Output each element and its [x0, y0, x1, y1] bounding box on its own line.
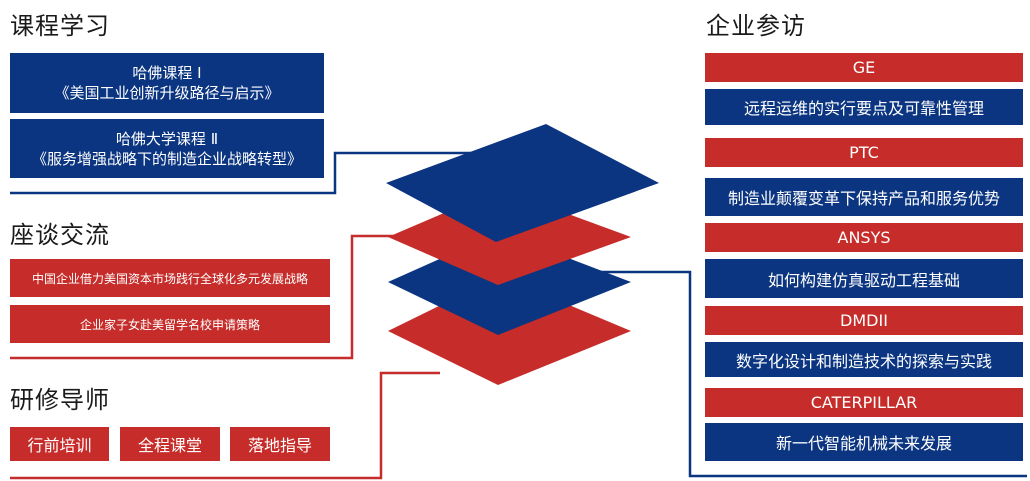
- company-ansys-topic: 如何构建仿真驱动工程基础: [705, 259, 1023, 298]
- forum-heading: 座谈交流: [10, 221, 110, 249]
- mentor-item-3-label: 落地指导: [247, 436, 312, 455]
- course-heading: 课程学习: [10, 12, 110, 40]
- layer-1-blue: [386, 124, 659, 242]
- forum-item-2-label: 企业家子女赴美留学名校申请策略: [79, 317, 260, 332]
- forum-item-1: 中国企业借力美国资本市场践行全球化多元发展战略: [10, 259, 330, 297]
- company-ge-topic-label: 远程运维的实行要点及可靠性管理: [743, 99, 984, 118]
- company-dmdii-topic: 数字化设计和制造技术的探索与实践: [705, 342, 1023, 377]
- company-caterpillar-name: CATERPILLAR: [810, 393, 918, 412]
- company-ptc-topic: 制造业颠覆变革下保持产品和服务优势: [705, 178, 1023, 216]
- connector-visit: [600, 270, 1027, 478]
- company-ptc-name: PTC: [849, 143, 879, 162]
- mentor-item-1: 行前培训: [10, 427, 109, 461]
- mentor-item-3: 落地指导: [230, 427, 330, 461]
- course-item-2-subtitle: 《服务增强战略下的制造企业战略转型》: [31, 149, 302, 168]
- mentor-item-2-label: 全程课堂: [137, 436, 202, 455]
- company-ge-topic: 远程运维的实行要点及可靠性管理: [705, 89, 1023, 125]
- company-dmdii-topic-label: 数字化设计和制造技术的探索与实践: [735, 351, 992, 371]
- course-item-2: 哈佛大学课程 Ⅱ 《服务增强战略下的制造企业战略转型》: [10, 119, 324, 178]
- forum-item-1-label: 中国企业借力美国资本市场践行全球化多元发展战略: [31, 271, 308, 286]
- course-item-1: 哈佛课程 Ⅰ 《美国工业创新升级路径与启示》: [10, 53, 324, 113]
- company-ge: GE: [705, 53, 1023, 82]
- company-ptc-topic-label: 制造业颠覆变革下保持产品和服务优势: [727, 189, 1000, 208]
- company-dmdii: DMDII: [705, 306, 1023, 335]
- company-caterpillar-topic-label: 新一代智能机械未来发展: [775, 434, 952, 453]
- company-ansys-name: ANSYS: [837, 228, 891, 247]
- connector-mentor: [10, 371, 440, 480]
- mentor-item-1-label: 行前培训: [27, 436, 92, 455]
- mentor-heading: 研修导师: [10, 386, 110, 414]
- company-dmdii-name: DMDII: [840, 311, 888, 330]
- course-item-2-title: 哈佛大学课程 Ⅱ: [115, 129, 219, 148]
- visit-heading: 企业参访: [706, 12, 806, 40]
- course-item-1-title: 哈佛课程 Ⅰ: [132, 64, 202, 82]
- connector-course: [10, 151, 500, 195]
- company-ansys: ANSYS: [705, 223, 1023, 252]
- company-caterpillar-topic: 新一代智能机械未来发展: [705, 423, 1023, 461]
- company-ansys-topic-label: 如何构建仿真驱动工程基础: [767, 270, 960, 290]
- course-item-1-subtitle: 《美国工业创新升级路径与启示》: [54, 84, 280, 102]
- company-ptc: PTC: [705, 138, 1023, 167]
- company-caterpillar: CATERPILLAR: [705, 388, 1023, 417]
- company-ge-name: GE: [852, 58, 876, 77]
- mentor-item-2: 全程课堂: [120, 427, 220, 461]
- forum-item-2: 企业家子女赴美留学名校申请策略: [10, 305, 330, 343]
